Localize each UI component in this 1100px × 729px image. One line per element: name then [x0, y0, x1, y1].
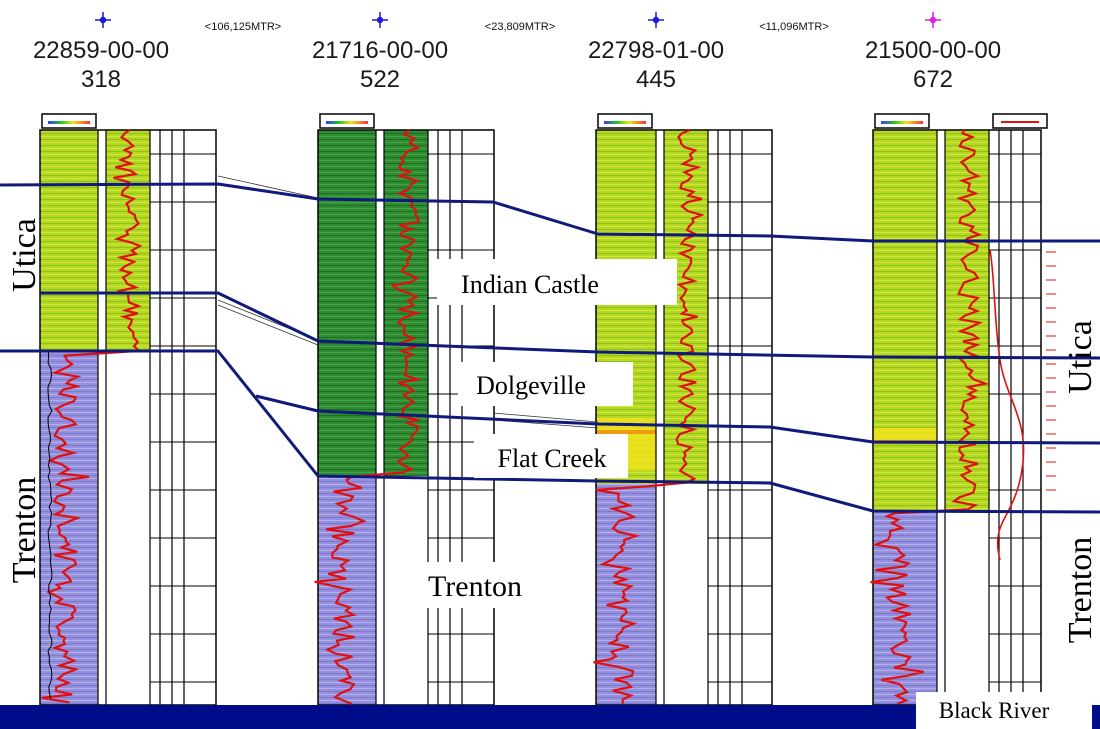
label-flat-creek: Flat Creek: [497, 444, 606, 473]
well-column-2: [314, 113, 495, 706]
side-label-trenton-left: Trenton: [6, 477, 43, 583]
label-dolgeville: Dolgeville: [476, 371, 586, 400]
well-id-1: 22859-00-00: [33, 37, 169, 64]
well-elevation-1: 318: [81, 66, 121, 93]
well-marker-4-icon: [925, 12, 941, 28]
well-header-2: 21716-00-00 522: [312, 12, 448, 93]
distance-label-3: <11,096MTR>: [759, 21, 829, 33]
side-label-trenton-right: Trenton: [1062, 537, 1099, 643]
toc-curve-well-4: [989, 249, 1056, 561]
well-marker-3-icon: [648, 12, 664, 28]
well-marker-1-icon: [95, 12, 111, 28]
well-header-4: 21500-00-00 672: [865, 12, 1001, 93]
well-header-3: 22798-01-00 445: [588, 12, 724, 93]
distance-label-1: <106,125MTR>: [205, 21, 281, 33]
well-id-2: 21716-00-00: [312, 37, 448, 64]
label-flat-creek-box: Flat Creek: [474, 434, 628, 478]
label-indian-castle-box: Indian Castle: [437, 259, 677, 305]
base-bar: [0, 705, 918, 729]
well-column-4: [870, 113, 1048, 706]
well-id-4: 21500-00-00: [865, 37, 1001, 64]
side-label-utica-right: Utica: [1062, 320, 1099, 394]
well-id-3: 22798-01-00: [588, 37, 724, 64]
label-trenton-center: Trenton: [428, 570, 522, 603]
label-dolgeville-box: Dolgeville: [458, 362, 633, 406]
label-black-river: Black River: [939, 698, 1050, 723]
distance-label-2: <23,809MTR>: [485, 21, 555, 33]
label-black-river-box: Black River: [916, 692, 1072, 729]
correlation-line-dolgeville: [255, 394, 1100, 445]
label-trenton-center-box: Trenton: [405, 562, 547, 608]
correlation-line-trenton-top: [0, 349, 1100, 514]
well-elevation-3: 445: [636, 66, 676, 93]
well-header-1: 22859-00-00 318: [33, 12, 169, 93]
side-label-utica-left: Utica: [6, 218, 43, 292]
well-elevation-4: 672: [913, 66, 953, 93]
well-column-3: [593, 113, 773, 706]
correlation-line-utica-top: [0, 182, 1100, 243]
well-elevation-2: 522: [360, 66, 400, 93]
label-indian-castle: Indian Castle: [461, 270, 599, 299]
correlation-line-indian-castle: [40, 291, 1100, 360]
well-marker-2-icon: [372, 12, 388, 28]
base-bar-right: [1092, 705, 1100, 729]
well-column-1: [39, 113, 217, 706]
